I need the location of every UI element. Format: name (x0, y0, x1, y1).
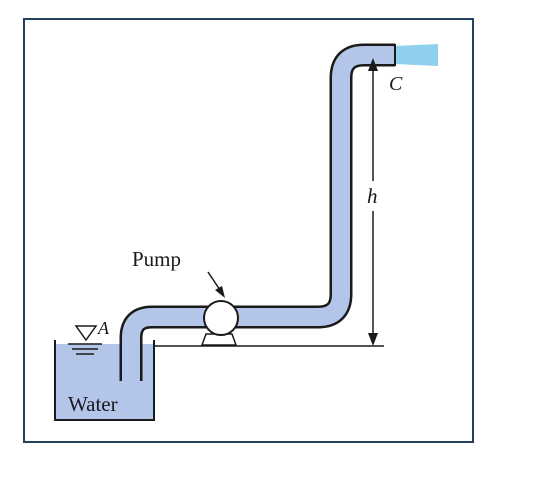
free-surface-symbol (68, 325, 102, 355)
point-c-label: C (389, 73, 403, 95)
pump (200, 300, 239, 346)
height-arrow-bottom (368, 333, 378, 346)
pump-label: Pump (132, 247, 181, 271)
height-dimension (368, 58, 378, 346)
pipe (119, 43, 395, 381)
outlet-water-jet (395, 44, 438, 66)
water-label: Water (68, 392, 118, 416)
point-a-label: A (97, 318, 110, 338)
height-arrow-top (368, 58, 378, 71)
height-label: h (367, 184, 378, 208)
pump-casing (203, 300, 239, 336)
pump-pointer-arrowhead (215, 286, 225, 298)
reservoir-tank (54, 340, 155, 421)
